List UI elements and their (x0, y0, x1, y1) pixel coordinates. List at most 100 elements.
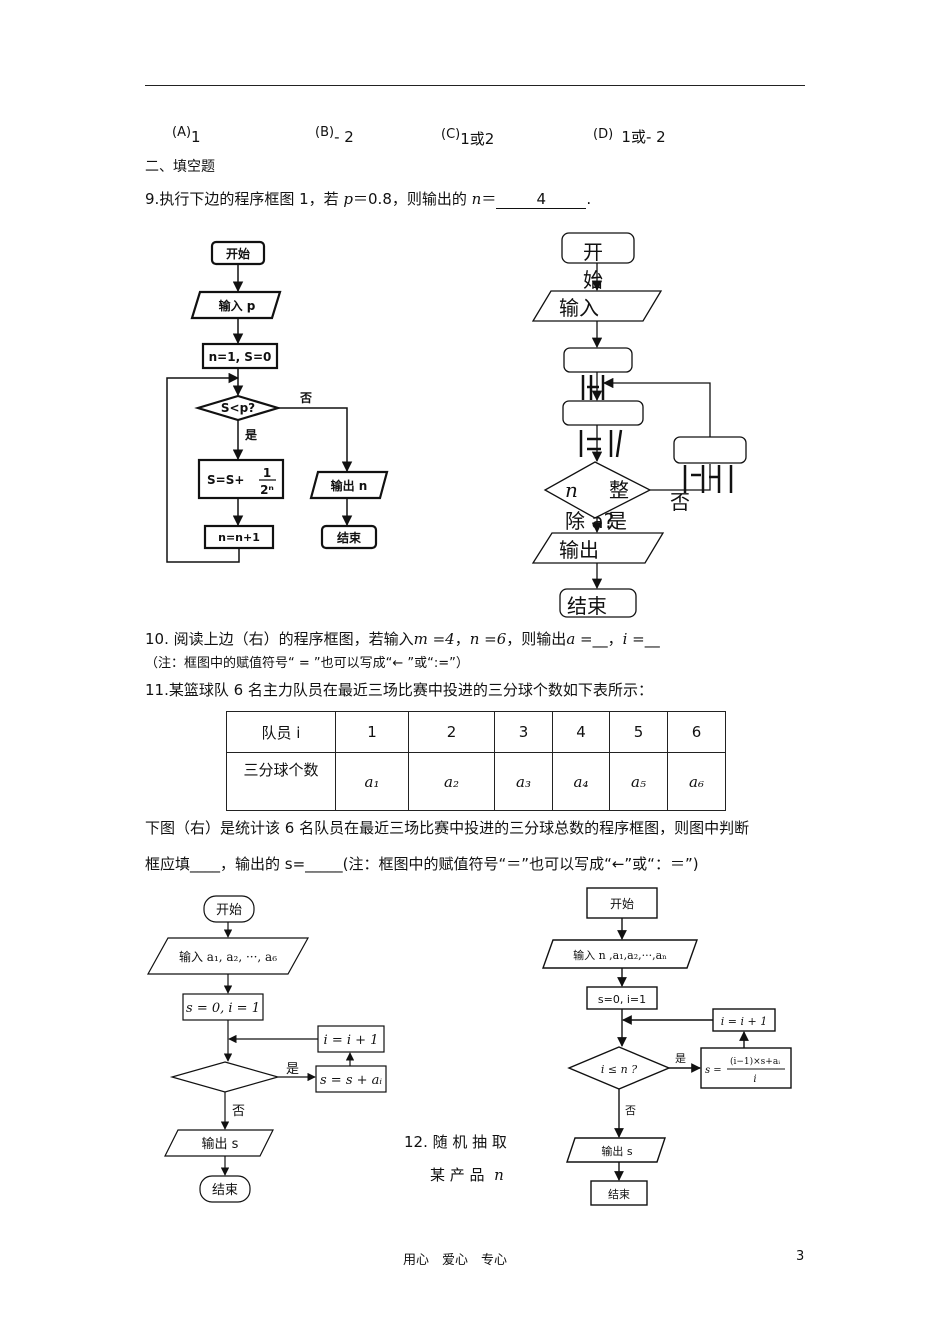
fc1-output-box (309, 470, 389, 500)
choice-b: (B)- 2 (315, 122, 354, 146)
choice-d-label: (D) (593, 127, 614, 142)
fc3-start: 开始 (216, 903, 242, 918)
fc1-incr: n=n+1 (218, 531, 260, 544)
fc1-assign-prefix: S=S+ (207, 473, 244, 487)
choice-a-label: (A) (172, 125, 192, 140)
fc1-input: 输入 p (219, 298, 256, 313)
question-9: 9.执行下边的程序框图 1，若 p＝0.8，则输出的 n＝4. (145, 188, 591, 209)
fc4-assign-den: i (753, 1074, 756, 1085)
fc4-yes: 是 (675, 1052, 686, 1065)
fc4-output: 输出 s (601, 1144, 632, 1158)
fc4-output-box (566, 1137, 666, 1163)
fc3-end: 结束 (212, 1183, 238, 1198)
q10-m: m =4 (413, 630, 455, 648)
fc3-input: 输入 a₁, a₂, ···, a₆ (179, 949, 277, 964)
fc2-cond-2: 除 a? (565, 509, 614, 533)
fc2-output-box (531, 532, 665, 564)
fc4-end: 结束 (608, 1188, 630, 1201)
q10-n: n =6 (469, 630, 507, 648)
header-rule (145, 85, 805, 86)
q11-after-2: 框应填____，输出的 s=_____(注：框图中的赋值符号“＝”也可以写成“←… (145, 853, 699, 874)
fc2-end: 结束 (567, 594, 607, 618)
q11-blank-2: _____ (305, 855, 343, 873)
q11-after-1: 下图（右）是统计该 6 名队员在最近三场比赛中投进的三分球总数的程序框图，则图中… (145, 819, 750, 837)
choice-b-value: - 2 (334, 128, 354, 146)
q11-after-2c: (注：框图中的赋值符号“＝”也可以写成“←”或“：＝”) (342, 855, 699, 873)
choice-c-label: (C) (441, 127, 461, 142)
fc2-cond-diamond (543, 461, 652, 519)
fc4-start: 开始 (610, 897, 634, 911)
q9-text-mid: ＝0.8，则输出的 (353, 190, 472, 208)
q12-var-n: n (494, 1166, 504, 1184)
fc3-end-box (199, 1175, 251, 1203)
fc3-output-box (164, 1129, 274, 1157)
q11-table: 队员 i 1 2 3 4 5 6 三分球个数 a₁ a₂ a₃ a₄ a₅ a₆ (226, 711, 726, 811)
flowchart-4: 开始 输入 n ,a₁,a₂,···,aₙ s=0, i=1 i = i + 1… (542, 887, 792, 1206)
fc4-assign-num: (i−1)×s+aᵢ (730, 1056, 780, 1067)
q10-i: i = (622, 630, 645, 648)
question-10: 10. 阅读上边（右）的程序框图，若输入m =4，n =6，则输出a =__，i… (145, 628, 660, 649)
fc3-assign-box (315, 1065, 387, 1093)
q10-text-b: ，则输出 (506, 630, 567, 648)
table-row-label: 三分球个数 (226, 752, 336, 811)
fc1-end: 结束 (337, 530, 362, 545)
q9-var-p: p (343, 190, 354, 208)
q11-after-2a: 框应填 (145, 855, 191, 873)
q9-text-before: 执行下边的程序框图 1，若 (159, 190, 344, 208)
fc3-assign: s = s + aᵢ (320, 1073, 382, 1088)
fc1-frac-num: 1 (263, 466, 271, 480)
q10-a: a = (566, 630, 593, 648)
fc1-frac-den: 2ⁿ (260, 483, 274, 497)
q10-comma: ， (454, 630, 470, 648)
fc3-no: 否 (232, 1104, 245, 1119)
choice-d: (D) 1或- 2 (593, 122, 666, 146)
choice-b-label: (B) (315, 125, 335, 140)
fc4-input: 输入 n ,a₁,a₂,···,aₙ (573, 948, 667, 962)
table-row: 三分球个数 a₁ a₂ a₃ a₄ a₅ a₆ (226, 752, 726, 811)
fc1-init: n=1, S=0 (209, 350, 272, 364)
q9-answer-blank: 4 (496, 190, 587, 209)
table-col-4: 4 (552, 711, 610, 753)
table-cell-a4: a₄ (552, 752, 610, 811)
q10-text-a: 10. 阅读上边（右）的程序框图，若输入 (145, 630, 414, 648)
q10-blank-a: __ (592, 630, 608, 648)
q10-comma2: ， (607, 630, 623, 648)
fc3-output: 输出 s (202, 1136, 239, 1152)
fc4-cond: i ≤ n ? (601, 1063, 637, 1076)
page-number: 3 (796, 1249, 805, 1264)
fc1-no: 否 (299, 391, 312, 405)
q12-line1: 12. 随 机 抽 取 (404, 1133, 507, 1151)
fc4-no: 否 (625, 1104, 636, 1117)
q11-text: 11.某篮球队 6 名主力队员在最近三场比赛中投进的三分球个数如下表所示： (145, 681, 653, 699)
q12-line2: 某 产 品 n (430, 1164, 504, 1185)
fc4-assign-lhs: s = (705, 1065, 722, 1076)
fc1-yes: 是 (244, 428, 258, 442)
flowchart-2: 开 始 输入 n 整 除 a? 是 否 输出 结束 (531, 232, 747, 618)
section-title: 二、填空题 (145, 159, 215, 175)
q9-var-n: n (471, 190, 482, 208)
table-cell-a3: a₃ (494, 752, 553, 811)
choice-d-value: 1或- 2 (621, 128, 666, 146)
fc2-cond-yes: 是 (607, 509, 627, 533)
table-col-3: 3 (494, 711, 553, 753)
fc2-no: 否 (670, 490, 690, 514)
q9-end: . (586, 190, 592, 208)
fc1-input-box (190, 290, 282, 320)
fc4-assign-box (700, 1047, 792, 1089)
q11-blank-1: ____ (190, 855, 221, 873)
fc1-output: 输出 n (331, 478, 368, 493)
q9-eq: ＝ (481, 190, 497, 208)
fc3-input-box (146, 937, 310, 975)
table-cell-a1: a₁ (335, 752, 409, 811)
table-cell-a5: a₅ (609, 752, 668, 811)
fc2-start-box (561, 232, 635, 264)
q10-blank-i: __ (644, 630, 660, 648)
table-row: 队员 i 1 2 3 4 5 6 (226, 711, 726, 753)
fc4-input-box (542, 939, 698, 969)
fc4-incr: i = i + 1 (721, 1015, 767, 1028)
fc3-init-box (182, 993, 264, 1021)
fc1-start: 开始 (226, 246, 250, 261)
table-col-1: 1 (335, 711, 409, 753)
fc2-start-1: 开 (583, 240, 603, 264)
table-col-6: 6 (667, 711, 726, 753)
